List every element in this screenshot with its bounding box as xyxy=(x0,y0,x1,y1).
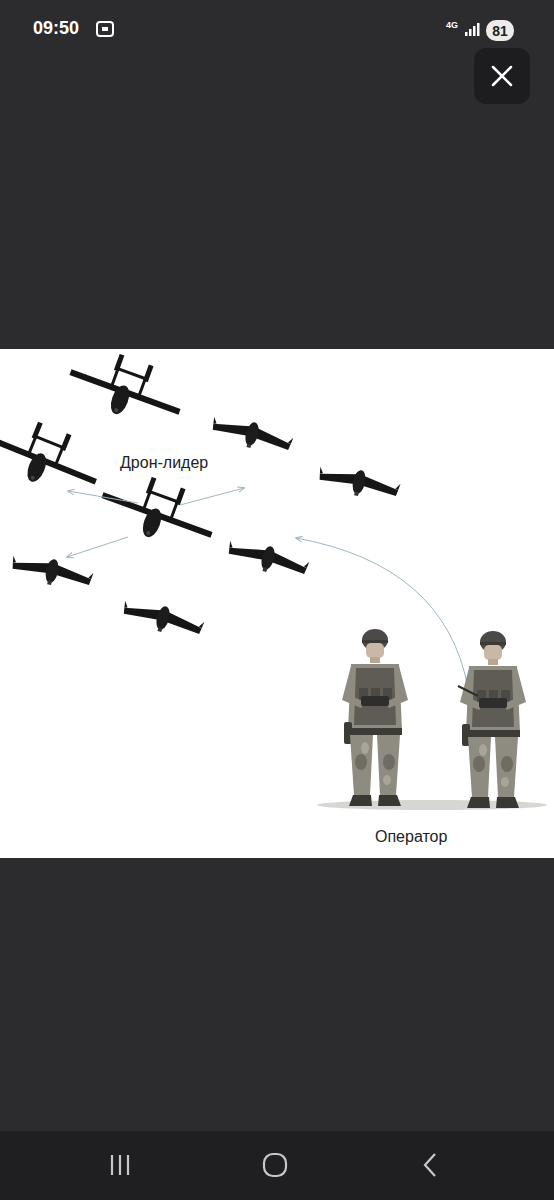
battery-indicator: 81 xyxy=(486,20,514,41)
close-button xyxy=(474,48,530,104)
network-type: 4G xyxy=(446,20,458,30)
twin-boom-drone xyxy=(0,407,109,504)
wing-drone xyxy=(9,551,95,593)
operator-figure xyxy=(460,631,526,808)
soldier-figure xyxy=(342,629,408,806)
wing-drone xyxy=(225,536,311,582)
controller-antenna xyxy=(458,686,478,696)
leader-drone xyxy=(94,463,223,557)
battery-level: 81 xyxy=(492,23,508,39)
drone-label: Дрон-лидер xyxy=(120,454,208,472)
twin-boom-drone xyxy=(62,340,191,434)
record-icon xyxy=(97,22,113,36)
nav-bar xyxy=(0,1131,554,1200)
nav-icons xyxy=(112,1154,435,1176)
status-time: 09:50 xyxy=(33,18,79,39)
close-icon xyxy=(493,67,511,85)
wing-drone xyxy=(120,596,206,642)
image-panel xyxy=(0,349,554,858)
wing-drone xyxy=(316,462,402,504)
operator-label: Оператор xyxy=(375,828,447,846)
wing-drone xyxy=(209,412,295,458)
record-icon xyxy=(102,27,108,31)
command-arrow xyxy=(67,488,468,688)
signal-icon xyxy=(465,23,480,36)
